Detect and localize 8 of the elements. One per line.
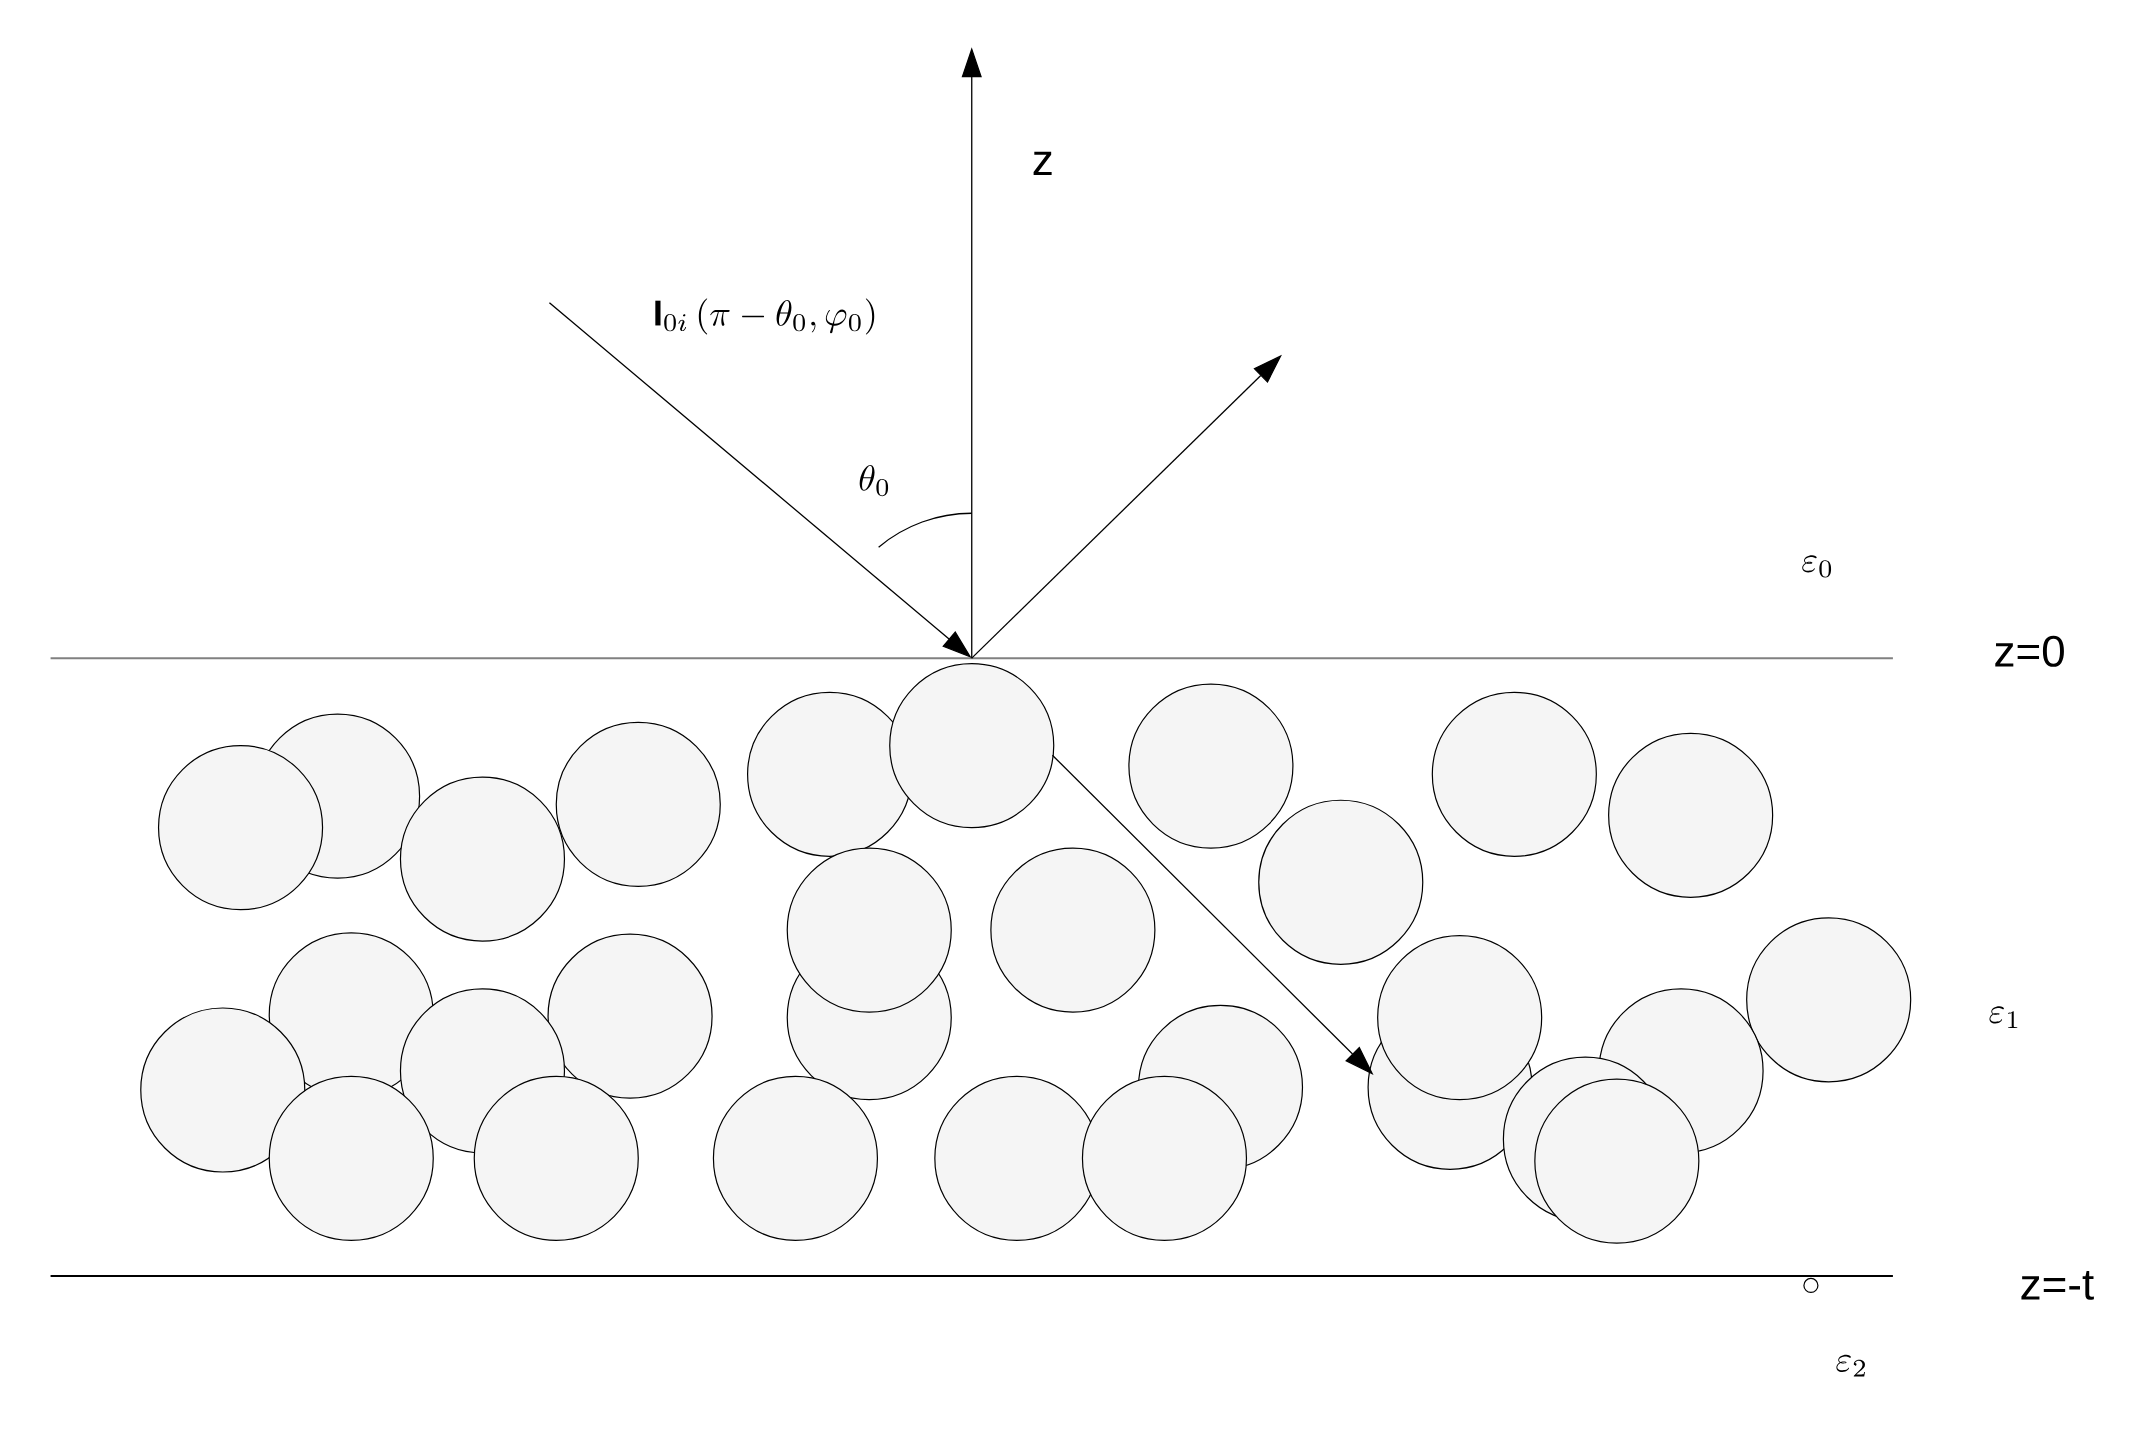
incident-intensity-label: $\mathbf{I}_{0i}\,(\pi-\theta_0,\varphi_0)$ — [655, 298, 875, 335]
boundary-label: z=-t — [2021, 1271, 2094, 1300]
axis-label: z — [1033, 151, 1052, 175]
angle-label: $\theta_0$ — [859, 464, 889, 497]
medium-label: $\varepsilon_2$ — [1836, 1354, 1865, 1377]
medium-label: $\varepsilon_1$ — [1989, 1006, 2018, 1029]
boundary-label: z=0 — [1995, 635, 2064, 667]
medium-label: $\varepsilon_0$ — [1802, 555, 1832, 578]
